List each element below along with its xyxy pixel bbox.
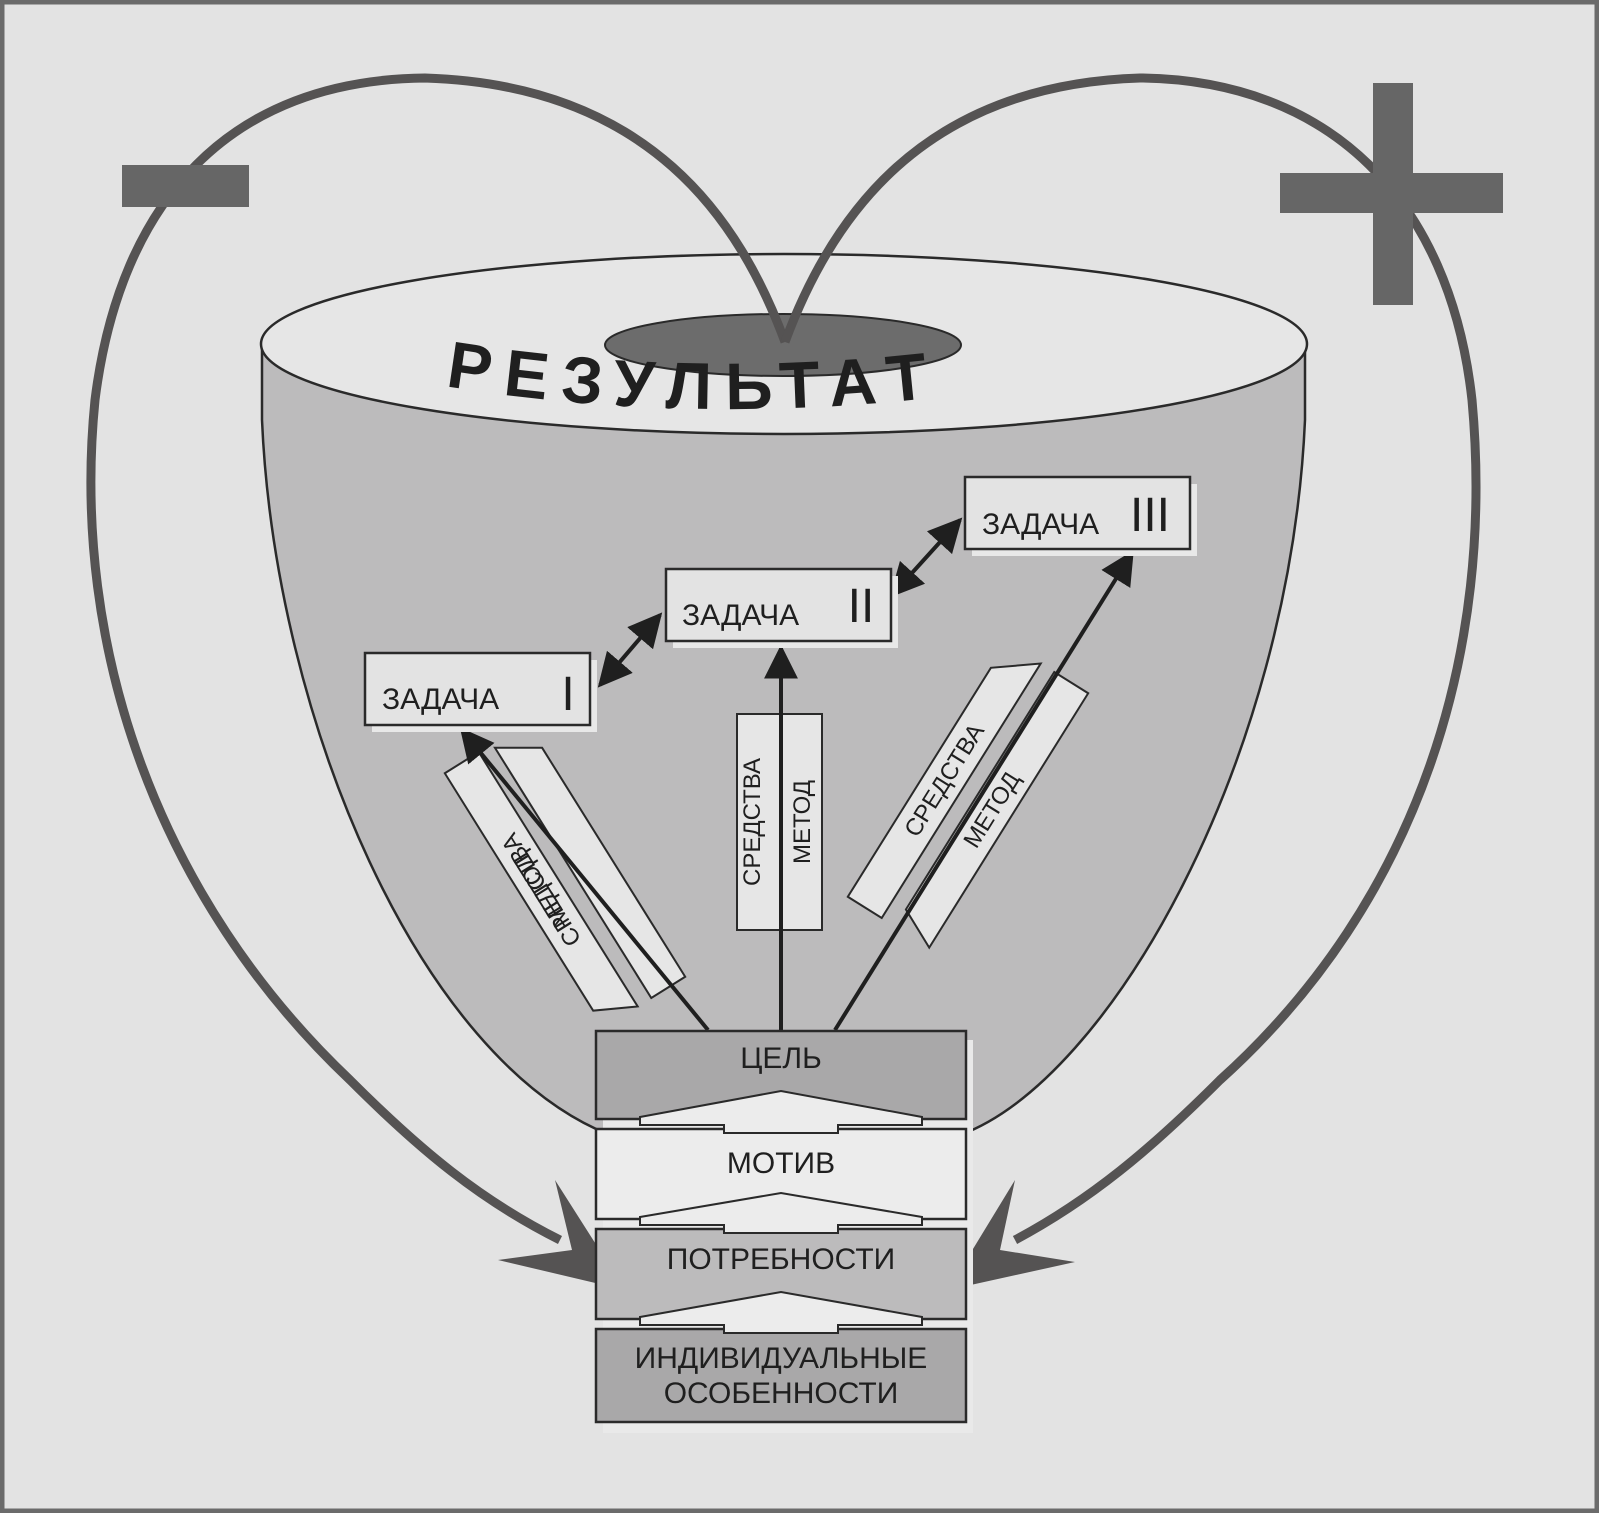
task-3-label: ЗАДАЧА: [982, 508, 1099, 541]
arrow-goal-to-task-1: [459, 727, 710, 1032]
task-1-numeral: I: [561, 668, 574, 721]
heart-right-loop: [780, 73, 1481, 1244]
minus-sign: [122, 165, 249, 207]
plus-sign: [1280, 83, 1503, 305]
connector-individual-needs: [639, 1290, 923, 1334]
bowl-hole: [604, 313, 962, 377]
level-individual-label-2: ОСОБЕННОСТИ: [664, 1377, 899, 1410]
task-box-3: ЗАДАЧА III: [963, 475, 1197, 556]
level-individual: [594, 1327, 968, 1424]
arrow-task2-task3: [889, 517, 963, 598]
heart-left-arrowhead: [498, 1180, 625, 1290]
connector-motive-goal: [639, 1089, 923, 1134]
level-goal-label: ЦЕЛЬ: [740, 1042, 822, 1075]
task-2-label: ЗАДАЧА: [682, 599, 799, 632]
task-2-numeral: II: [848, 580, 875, 633]
heart-right-arrowhead: [948, 1180, 1075, 1290]
level-motive-label: МОТИВ: [727, 1147, 835, 1180]
task-1-label: ЗАДАЧА: [382, 683, 499, 716]
arrow-task1-task2: [597, 612, 663, 688]
task-3-numeral: III: [1130, 489, 1170, 542]
task-box-1: ЗАДАЧА I: [363, 651, 597, 732]
level-needs-label: ПОТРЕБНОСТИ: [667, 1243, 896, 1276]
means-label-center: СРЕДСТВА: [739, 758, 766, 886]
heart-left-loop: [86, 73, 790, 1245]
task-box-2: ЗАДАЧА II: [664, 567, 898, 648]
method-label-center: МЕТОД: [789, 780, 816, 864]
level-individual-label-1: ИНДИВИДУАЛЬНЫЕ: [635, 1342, 928, 1375]
arrow-goal-to-task-3: [833, 550, 1134, 1032]
connector-needs-motive: [639, 1191, 923, 1234]
levels-stack: ЦЕЛЬ МОТИВ ПОТРЕБНОСТИ ИНДИВИДУАЛЬНЫЕ ОС…: [594, 1029, 973, 1433]
